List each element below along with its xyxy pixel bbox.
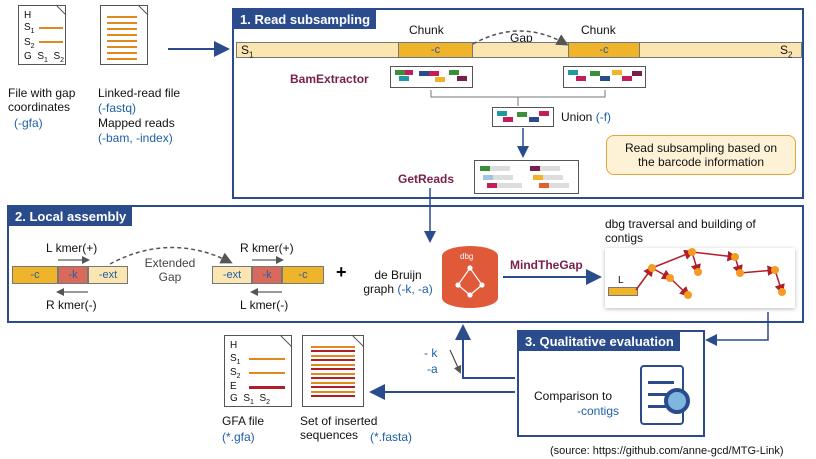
bamextractor-label: BamExtractor [290,72,369,86]
gfa-seq-line-2 [39,41,63,43]
plus-sign: + [336,262,347,282]
panel-title-qualitative-evaluation: 3. Qualitative evaluation [519,332,680,351]
r-kmer-minus-label: R kmer(-) [46,298,97,312]
gfa-input-flag: (-gfa) [14,116,43,130]
fasta-output-file-icon [302,335,364,407]
reads-box-right [563,66,646,88]
l-marker-bar [608,287,638,296]
fasta-output-caption: Set of inserted sequences [300,414,378,442]
scaffold-bar [236,42,802,58]
reads-input-caption: Linked-read file [98,86,181,100]
reads-box-left [390,66,473,88]
r-kmer-plus-label: R kmer(+) [240,241,294,255]
gfa-output-caption: GFA file [222,414,265,428]
gfa-input-file-icon: H S1 S2 G S1 S2 [18,5,66,65]
panel-title-read-subsampling: 1. Read subsampling [234,10,377,29]
l-kmer-plus-label: L kmer(+) [46,241,98,255]
dbg-label: de Bruijn graph (-k, -a) [363,268,433,296]
union-reads-box [492,107,554,127]
magnifier-icon [664,388,690,414]
source-note: (source: https://github.com/anne-gcd/MTG… [550,445,784,457]
feedback-k-flag: - k [424,346,438,360]
union-label: Union (-f) [561,110,612,124]
mapped-reads-caption: Mapped reads [98,116,175,130]
chunk-right-bar: -c [568,42,640,58]
left-c-bar: -c [12,266,58,284]
s2-label: S2 [780,43,793,60]
feedback-a-flag: -a [427,362,438,376]
s1-label: S1 [241,43,254,60]
left-ext-bar: -ext [88,266,128,284]
l-marker-label: L [618,275,624,286]
getreads-label: GetReads [398,172,455,186]
comparison-label: Comparison to [534,389,613,403]
gfa-output-file-icon: H S1 S2 E G S1 S2 [224,335,292,407]
l-kmer-minus-label: L kmer(-) [240,298,289,312]
chunk-right-label: Chunk [581,23,616,37]
barcode-note: Read subsampling based on the barcode in… [606,135,796,175]
getreads-box [474,160,579,194]
right-c-bar: -c [282,266,324,284]
right-k-bar: -k [252,266,282,284]
dbg-traversal-label: dbg traversal and building of contigs [605,217,756,245]
extended-gap-label: Extended Gap [144,256,196,284]
contig-graph-box [605,248,795,308]
right-ext-bar: -ext [212,266,252,284]
left-k-bar: -k [58,266,88,284]
chunk-left-flag: -c [430,44,441,56]
chunk-right-flag: -c [599,44,609,56]
reads-lines [107,16,137,60]
gfa-input-caption: File with gap coordinates [8,86,76,114]
fasta-output-flag: (*.fasta) [370,430,413,444]
reads-input-flag: (-fastq) [98,101,137,115]
gfa-line-s1: S1 [24,22,35,35]
chunk-left-label: Chunk [409,23,444,37]
gfa-output-flag: (*.gfa) [222,430,255,444]
panel-title-local-assembly: 2. Local assembly [9,207,133,226]
gfa-line-s2: S2 [24,37,35,50]
barcode-note-text: Read subsampling based on the barcode in… [624,141,778,169]
reads-input-file-icon [100,5,148,65]
gfa-seq-line-1 [39,27,63,29]
mapped-reads-flag: (-bam, -index) [98,131,173,145]
feedback-arrow [455,324,515,379]
mindthegap-label: MindTheGap [510,258,583,272]
contigs-flag: -contigs [577,404,620,418]
dbg-db-text: dbg [460,252,474,261]
dbg-database-icon: dbg [442,246,498,308]
gfa-line-g: G S1 S2 [24,51,65,64]
chunk-left-bar: -c [398,42,473,58]
gfa-line-h: H [24,10,32,21]
